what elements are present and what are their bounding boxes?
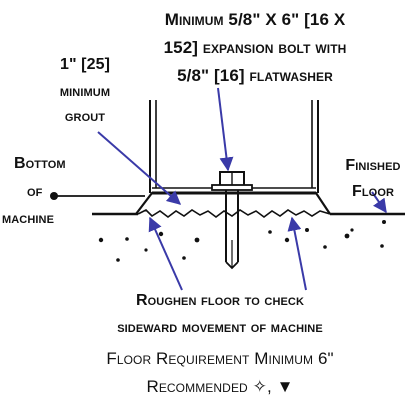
bottom-label-line-3: machine [2, 210, 55, 227]
bottom-label-line-1: Bottom [14, 155, 66, 172]
grout-label-line-2: minimum [59, 83, 111, 100]
roughen-leader-right-arrow [287, 216, 307, 291]
bottom-of-machine-dot [50, 192, 58, 200]
finished-label-line-2: Floor [351, 183, 395, 200]
grout-label-line-3: grout [64, 108, 106, 125]
grout-pad [135, 191, 331, 215]
bolt-label-line-3: 5/8" [16] flatwasher [177, 66, 333, 85]
bolt-leader-arrow [217, 87, 234, 172]
bottom-label-line-2: of [27, 183, 43, 200]
bolt-washer [211, 184, 253, 191]
roughen-label-line-1: Roughen floor to check [135, 292, 305, 309]
grout-leader-arrow [97, 131, 182, 205]
roughen-leader-left-arrow [148, 216, 183, 291]
grout-label-line-1: 1" [25] [59, 56, 111, 73]
finished-floor-leader-arrow [371, 191, 387, 214]
requirement-label-line-2: Recommended ✧, ▼ [146, 377, 294, 396]
roughen-label-line-2: sideward movement of machine [117, 319, 323, 336]
bolt-label-line-2: 152] expansion bolt with [163, 38, 347, 57]
finished-label-line-1: Finished [345, 157, 401, 174]
roughened-floor [137, 209, 331, 218]
concrete-aggregate [98, 220, 386, 262]
requirement-label-line-1: Floor Requirement Minimum 6" [106, 349, 334, 368]
bolt-label-line-1: Minimum 5/8" X 6" [16 X [164, 10, 346, 29]
